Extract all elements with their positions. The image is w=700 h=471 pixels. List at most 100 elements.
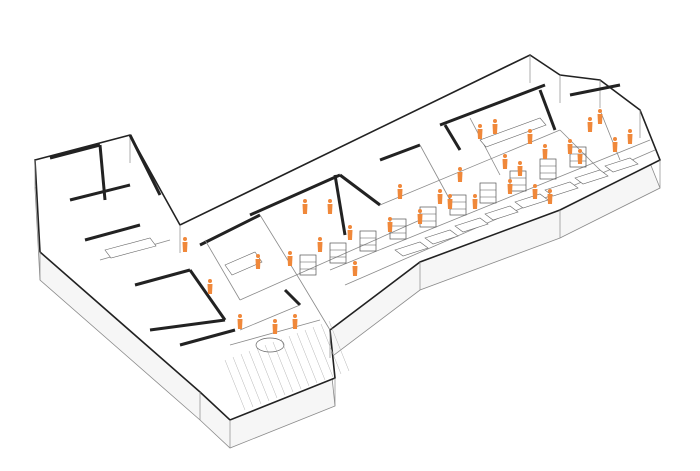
partition	[299, 279, 331, 331]
person-figure-icon	[567, 139, 573, 154]
person-figure-icon	[492, 119, 498, 134]
body	[447, 199, 453, 209]
body	[437, 194, 443, 204]
person-figure-icon	[627, 129, 633, 144]
hatch-line	[328, 320, 350, 372]
hatch-line	[312, 326, 334, 378]
interior-wall	[149, 318, 226, 332]
person-figure-icon	[507, 179, 513, 194]
head	[293, 314, 297, 318]
body	[527, 134, 533, 144]
body	[237, 319, 243, 329]
shelf-unit	[329, 242, 347, 264]
head	[548, 189, 552, 193]
person-figure-icon	[597, 109, 603, 124]
body	[327, 204, 333, 214]
shelf-unit	[299, 254, 317, 276]
body	[352, 266, 358, 276]
walls	[49, 83, 656, 347]
body	[472, 199, 478, 209]
hatch-line	[224, 359, 246, 411]
shelf-unit	[359, 230, 377, 252]
person-figure-icon	[577, 149, 583, 164]
person-figure-icon	[352, 261, 358, 276]
hatch-line	[320, 323, 342, 375]
interior-wall	[179, 328, 236, 347]
head	[288, 251, 292, 255]
head	[493, 119, 497, 123]
head	[238, 314, 242, 318]
meeting-table	[479, 117, 547, 148]
hatch-line	[248, 350, 270, 402]
person-figure-icon	[547, 189, 553, 204]
partition	[469, 117, 501, 176]
body	[542, 149, 548, 159]
head	[388, 217, 392, 221]
person-figure-icon	[347, 225, 353, 240]
desk	[574, 169, 609, 185]
head	[473, 194, 477, 198]
hatch-line	[240, 353, 262, 405]
interior-wall	[538, 89, 557, 131]
person-figure-icon	[317, 237, 323, 252]
interior-wall	[439, 83, 546, 127]
head	[613, 137, 617, 141]
desk	[484, 205, 519, 221]
body	[507, 184, 513, 194]
shelf-unit	[539, 158, 557, 180]
body	[272, 324, 278, 334]
person-figure-icon	[587, 117, 593, 132]
person-figure-icon	[542, 144, 548, 159]
body	[492, 124, 498, 134]
head	[353, 261, 357, 265]
hatch-line	[296, 332, 318, 384]
body	[347, 230, 353, 240]
body	[397, 189, 403, 199]
body	[207, 284, 213, 294]
head	[503, 154, 507, 158]
head	[208, 279, 212, 283]
head	[348, 225, 352, 229]
body	[255, 259, 261, 269]
round-table	[255, 337, 285, 353]
body	[182, 242, 188, 252]
partition	[204, 239, 241, 301]
head	[518, 161, 522, 165]
person-figure-icon	[612, 137, 618, 152]
interior-wall	[379, 143, 421, 162]
interior-wall	[199, 213, 261, 247]
head	[328, 199, 332, 203]
interior-wall	[249, 173, 341, 217]
person-figure-icon	[527, 129, 533, 144]
people-figures	[182, 109, 633, 334]
person-figure-icon	[237, 314, 243, 329]
person-figure-icon	[457, 167, 463, 182]
desk	[424, 229, 459, 245]
interior-wall	[333, 174, 347, 236]
body	[567, 144, 573, 154]
shelf-unit	[479, 182, 497, 204]
body	[387, 222, 393, 232]
head	[183, 237, 187, 241]
head	[303, 199, 307, 203]
person-figure-icon	[255, 254, 261, 269]
head	[598, 109, 602, 113]
person-figure-icon	[437, 189, 443, 204]
body	[587, 122, 593, 132]
person-figure-icon	[292, 314, 298, 329]
head	[588, 117, 592, 121]
counter	[104, 237, 157, 259]
interior-wall	[283, 288, 302, 307]
body	[612, 142, 618, 152]
body	[477, 129, 483, 139]
person-figure-icon	[417, 209, 423, 224]
shelf-unit	[569, 146, 587, 168]
body	[547, 194, 553, 204]
reception-desk	[224, 251, 263, 276]
desk	[394, 241, 429, 257]
body	[417, 214, 423, 224]
hatch-line	[264, 344, 286, 396]
head	[533, 184, 537, 188]
hatch-line	[280, 338, 302, 390]
